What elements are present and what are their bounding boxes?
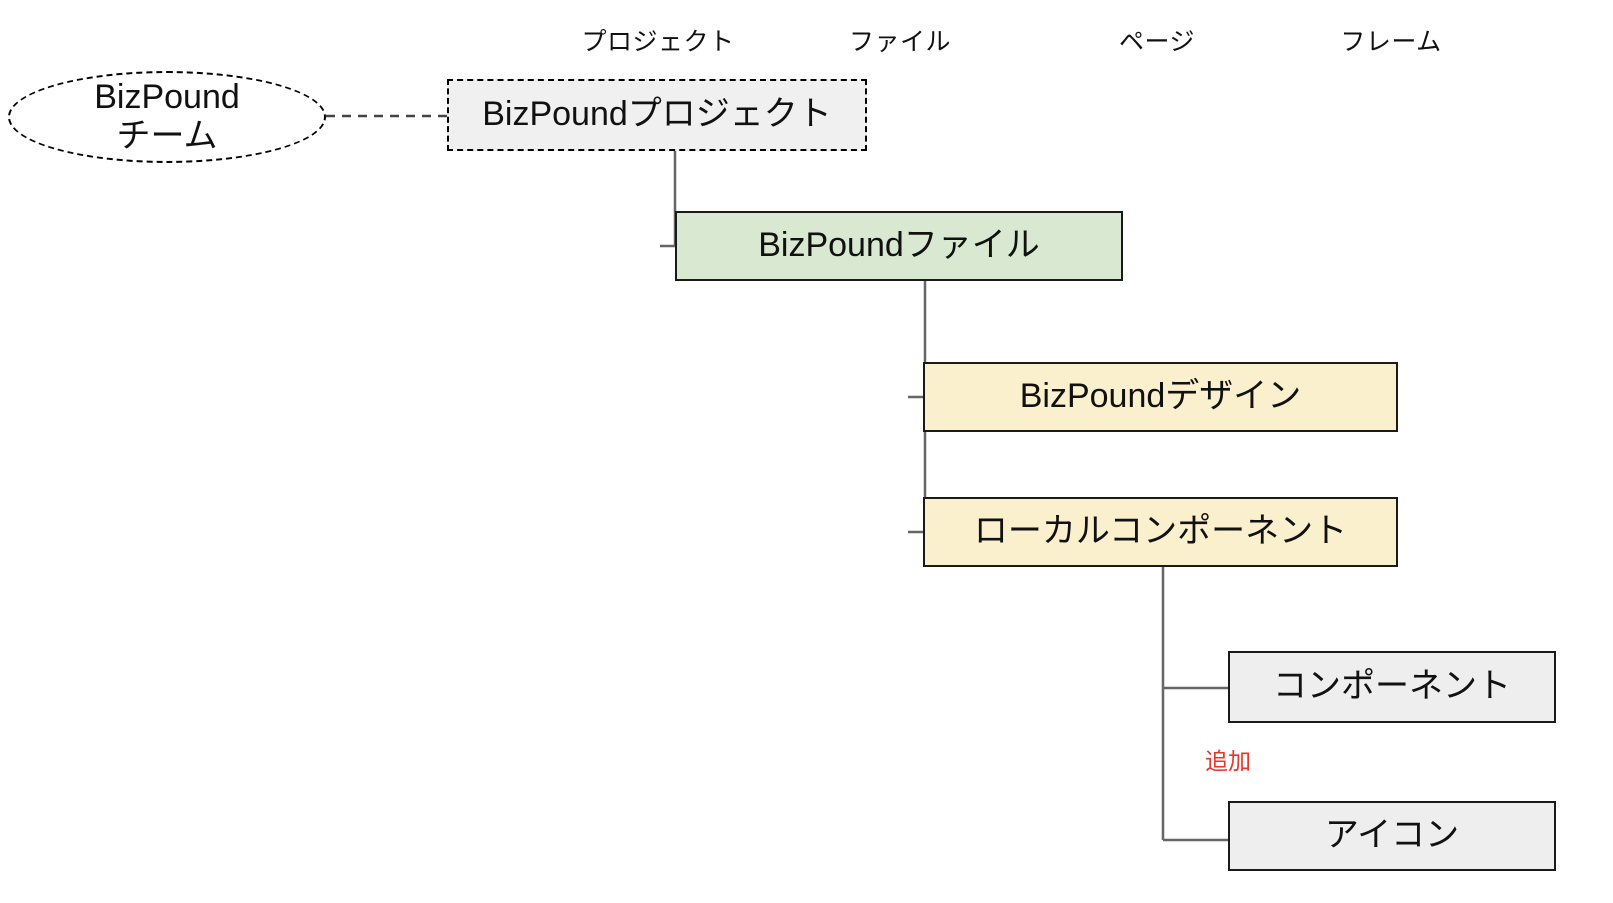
node-component[interactable]: コンポーネント — [1228, 651, 1556, 723]
node-local-component[interactable]: ローカルコンポーネント — [923, 497, 1398, 567]
column-header-project-label: プロジェクト — [581, 28, 735, 56]
node-bizpound-design-label: BizPoundデザイン — [1019, 377, 1302, 416]
node-component-label: コンポーネント — [1273, 667, 1511, 706]
annotation-added: 追加 — [1205, 742, 1251, 776]
node-bizpound-project-label: BizPoundプロジェクト — [482, 95, 832, 134]
column-header-frame-label: フレーム — [1340, 28, 1442, 56]
column-header-project: プロジェクト — [581, 22, 734, 58]
node-bizpound-team-label-line2: チーム — [116, 117, 218, 155]
node-icon[interactable]: アイコン — [1228, 801, 1556, 871]
column-header-page: ページ — [1119, 22, 1195, 58]
node-local-component-label: ローカルコンポーネント — [973, 512, 1348, 551]
node-bizpound-project[interactable]: BizPoundプロジェクト — [447, 79, 867, 151]
column-header-frame: フレーム — [1340, 22, 1441, 58]
node-bizpound-design[interactable]: BizPoundデザイン — [923, 362, 1398, 432]
node-bizpound-team-label-line1: BizPound — [94, 77, 240, 116]
column-header-file: ファイル — [849, 22, 951, 58]
annotation-added-label: 追加 — [1205, 748, 1251, 774]
node-bizpound-team[interactable]: BizPound チーム — [8, 71, 326, 163]
column-header-file-label: ファイル — [848, 28, 952, 56]
column-header-page-label: ページ — [1118, 28, 1196, 56]
node-bizpound-file-label: BizPoundファイル — [758, 226, 1040, 265]
node-icon-label: アイコン — [1324, 816, 1460, 855]
node-bizpound-file[interactable]: BizPoundファイル — [675, 211, 1123, 281]
